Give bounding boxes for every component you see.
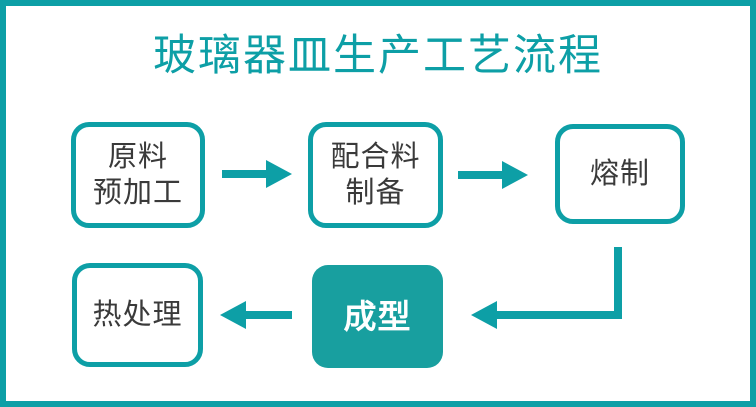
flow-node-heat-treatment: 热处理 (72, 263, 203, 367)
arrow-head (502, 161, 528, 189)
left-arrow-icon (220, 301, 292, 329)
arrow-head (220, 301, 246, 329)
flow-node-batch-preparation: 配合料 制备 (308, 122, 443, 228)
flow-node-melting: 熔制 (555, 124, 685, 224)
arrow-shaft (222, 170, 266, 178)
right-arrow-icon (458, 161, 528, 189)
right-arrow-icon (222, 160, 292, 188)
left-arrow-head-icon (471, 301, 497, 329)
flow-node-forming: 成型 (312, 265, 443, 368)
elbow-arrow-horizontal-segment (495, 311, 622, 319)
arrow-head (266, 160, 292, 188)
diagram-title: 玻璃器皿生产工艺流程 (153, 32, 603, 80)
flow-node-raw-material-pretreatment: 原料 预加工 (71, 122, 205, 228)
arrow-shaft (246, 311, 292, 319)
elbow-arrow-vertical-segment (614, 247, 622, 319)
arrow-shaft (458, 171, 502, 179)
